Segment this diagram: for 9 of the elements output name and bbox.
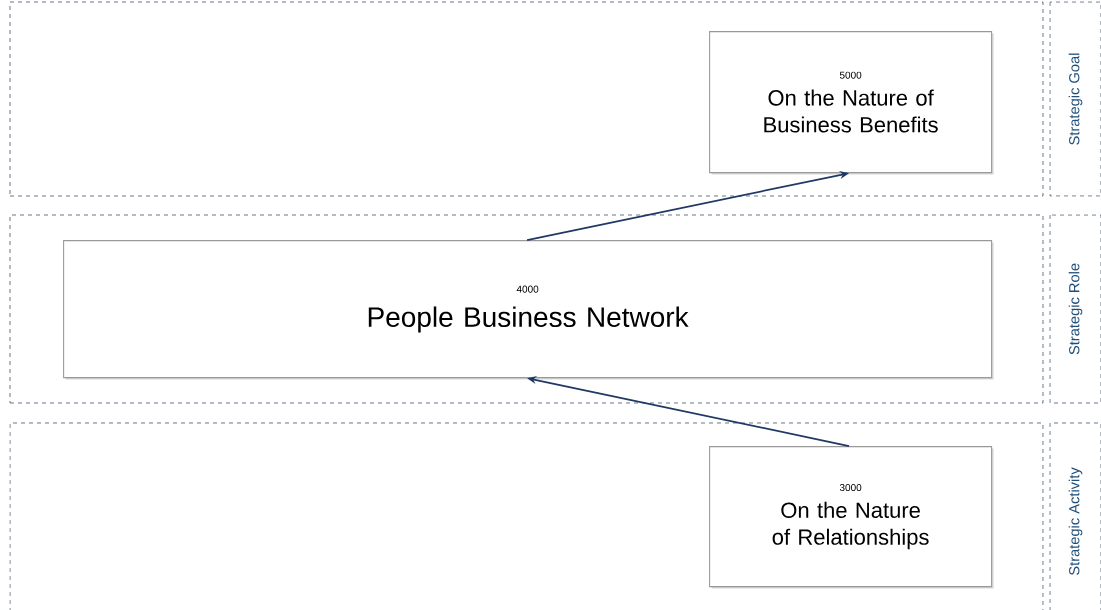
- process-box: 4000 People Business Network: [63, 240, 994, 380]
- band-label: Strategic Activity: [1049, 422, 1101, 610]
- process-box: 3000 On the Nature of Relationships: [709, 446, 994, 589]
- band-label: Strategic Goal: [1049, 1, 1101, 197]
- band-label: Strategic Role: [1049, 214, 1101, 404]
- process-box: 5000 On the Nature of Business Benefits: [709, 31, 994, 175]
- band-box: [9, 1, 1044, 197]
- band-box: [9, 214, 1044, 404]
- band-box: [9, 422, 1044, 610]
